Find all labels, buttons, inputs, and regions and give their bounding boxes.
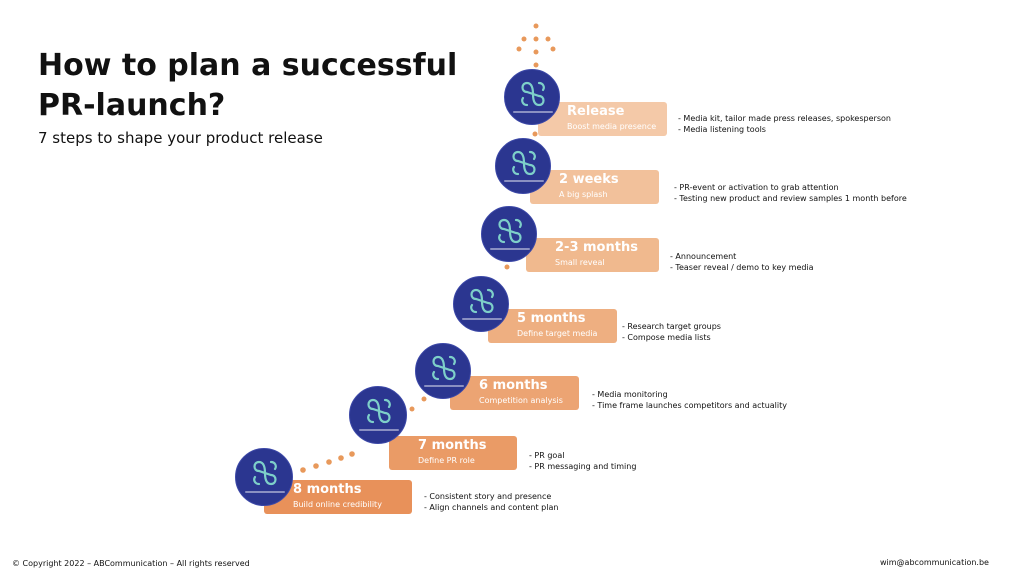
step-title: 7 months xyxy=(418,438,487,453)
step-note: - Teaser reveal / demo to key media xyxy=(670,263,814,272)
step-subtitle: Boost media presence xyxy=(567,122,657,131)
step-title: 8 months xyxy=(293,482,362,497)
step-note: - Consistent story and presence xyxy=(424,492,552,501)
step-bar: 5 months Define target media xyxy=(488,309,617,343)
step-subtitle: Build online credibility xyxy=(293,500,382,509)
brand-logo-circle xyxy=(495,138,551,194)
brand-logo-circle xyxy=(415,343,471,399)
brand-logo-wordmark xyxy=(462,317,502,320)
brand-logo-icon xyxy=(470,288,494,314)
path-dot xyxy=(409,406,415,412)
step-note: - Media monitoring xyxy=(592,390,668,399)
path-dot xyxy=(326,459,332,465)
brand-logo-circle xyxy=(235,448,293,506)
step-note: - PR messaging and timing xyxy=(529,462,637,471)
brand-logo-wordmark xyxy=(424,384,464,387)
path-dot xyxy=(338,455,344,461)
step-title: 5 months xyxy=(517,311,586,326)
step-note: - Media listening tools xyxy=(678,125,766,134)
copyright-footer: © Copyright 2022 – ABCommunication – All… xyxy=(12,559,250,568)
step-title: 2-3 months xyxy=(555,240,638,255)
step-note: - Align channels and content plan xyxy=(424,503,559,512)
step-note: - Announcement xyxy=(670,252,737,261)
brand-logo-icon xyxy=(432,355,456,381)
step-notes: - Media kit, tailor made press releases,… xyxy=(678,113,891,135)
path-dot xyxy=(349,451,355,457)
step-bar: 2-3 months Small reveal xyxy=(526,238,659,272)
path-dot xyxy=(504,264,510,270)
path-dot xyxy=(300,467,306,473)
brand-logo-wordmark xyxy=(504,179,544,182)
path-dot xyxy=(516,46,522,52)
title-line-2: PR-launch? xyxy=(38,88,226,123)
path-dot xyxy=(532,131,538,137)
brand-logo-circle xyxy=(504,69,560,125)
step-subtitle: Define target media xyxy=(517,329,598,338)
path-dot xyxy=(533,49,539,55)
step-bar: 2 weeks A big splash xyxy=(530,170,659,204)
page-subtitle: 7 steps to shape your product release xyxy=(38,129,323,147)
step-subtitle: Small reveal xyxy=(555,258,605,267)
step-notes: - PR-event or activation to grab attenti… xyxy=(674,182,907,204)
step-note: - Compose media lists xyxy=(622,333,711,342)
brand-logo-circle xyxy=(349,386,407,444)
brand-logo-icon xyxy=(512,150,536,176)
brand-logo-icon xyxy=(498,218,522,244)
step-notes: - Media monitoring - Time frame launches… xyxy=(592,389,787,411)
step-subtitle: Define PR role xyxy=(418,456,475,465)
path-dot xyxy=(533,62,539,68)
step-note: - PR-event or activation to grab attenti… xyxy=(674,183,839,192)
path-dot xyxy=(421,396,427,402)
step-note: - PR goal xyxy=(529,451,565,460)
brand-logo-wordmark xyxy=(490,247,530,250)
path-dot xyxy=(533,36,539,42)
step-notes: - Research target groups - Compose media… xyxy=(622,321,721,343)
step-notes: - PR goal - PR messaging and timing xyxy=(529,450,636,472)
brand-logo-icon xyxy=(253,461,277,486)
path-dot xyxy=(545,36,551,42)
page-title: How to plan a successful PR-launch? xyxy=(38,46,458,126)
step-notes: - Consistent story and presence - Align … xyxy=(424,491,558,513)
step-note: - Research target groups xyxy=(622,322,721,331)
step-subtitle: Competition analysis xyxy=(479,396,563,405)
step-bar: 6 months Competition analysis xyxy=(450,376,579,410)
brand-logo-icon xyxy=(521,81,545,107)
brand-logo-circle xyxy=(453,276,509,332)
path-dot xyxy=(550,46,556,52)
step-title: 6 months xyxy=(479,378,548,393)
brand-logo-icon xyxy=(367,399,391,424)
contact-email: wim@abcommunication.be xyxy=(880,558,989,567)
step-note: - Media kit, tailor made press releases,… xyxy=(678,114,891,123)
step-subtitle: A big splash xyxy=(559,190,608,199)
step-note: - Testing new product and review samples… xyxy=(674,194,907,203)
brand-logo-wordmark xyxy=(513,110,553,113)
step-note: - Time frame launches competitors and ac… xyxy=(592,401,787,410)
step-title: Release xyxy=(567,104,625,119)
title-line-1: How to plan a successful xyxy=(38,48,458,83)
brand-logo-wordmark xyxy=(244,491,286,494)
step-title: 2 weeks xyxy=(559,172,619,187)
brand-logo-wordmark xyxy=(358,429,400,432)
step-notes: - Announcement - Teaser reveal / demo to… xyxy=(670,251,814,273)
path-dot xyxy=(533,23,539,29)
path-dot xyxy=(521,36,527,42)
step-bar: 7 months Define PR role xyxy=(389,436,517,470)
path-dot xyxy=(313,463,319,469)
brand-logo-circle xyxy=(481,206,537,262)
step-bar: Release Boost media presence xyxy=(538,102,667,136)
